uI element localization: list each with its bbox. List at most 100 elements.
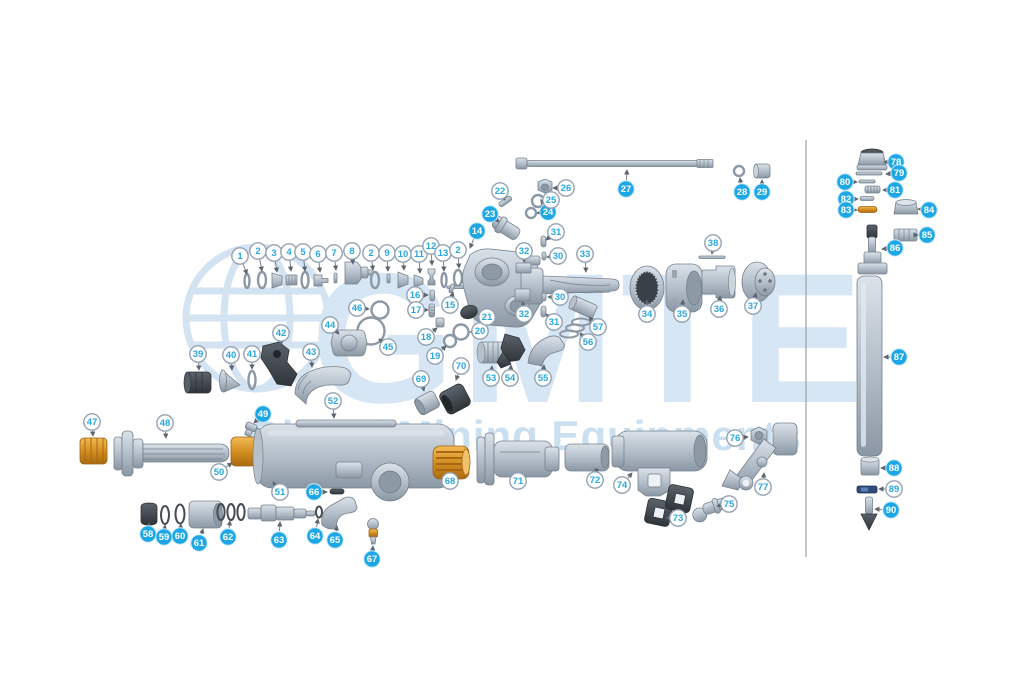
svg-text:38: 38 [708,238,719,249]
callout-30: 30 [547,288,569,306]
svg-text:14: 14 [472,226,483,237]
callout-86: 86 [881,239,904,257]
part-56-spring-washers [559,317,591,339]
callout-61: 61 [190,528,208,552]
callout-66: 66 [305,483,328,501]
part-80-pin [858,179,876,184]
svg-text:28: 28 [737,187,748,198]
svg-text:52: 52 [328,396,339,407]
part-39-fitting [183,371,212,394]
svg-text:83: 83 [841,205,852,216]
svg-text:85: 85 [922,230,933,241]
callout-20: 20 [469,322,489,340]
svg-text:81: 81 [890,185,901,196]
part-64-oring [315,505,323,519]
svg-text:31: 31 [551,227,562,238]
svg-text:24: 24 [543,207,554,218]
callout-23: 23 [481,205,500,223]
callout-30: 30 [546,247,567,265]
svg-text:12: 12 [426,241,437,252]
part-84-cup [893,199,919,215]
svg-text:82: 82 [841,194,852,205]
callout-54: 54 [501,364,519,387]
part-24-washer [524,206,538,220]
callout-33: 33 [576,245,594,273]
part-21-valve-disc [460,304,478,320]
svg-text:18: 18 [421,332,432,343]
svg-text:47: 47 [87,417,98,428]
svg-text:90: 90 [886,505,897,516]
svg-text:71: 71 [513,476,524,487]
callout-77: 77 [754,472,772,496]
part-37-ratchet-wheel [741,261,776,303]
callout-85: 85 [918,226,936,244]
callout-80: 80 [836,173,858,191]
svg-text:49: 49 [258,409,269,420]
part-74-front-head [611,430,708,497]
callout-28: 28 [733,177,751,201]
callout-44: 44 [321,316,340,335]
svg-text:1: 1 [237,251,243,262]
callout-18: 18 [417,327,438,346]
part-83-copper-pin [857,206,878,213]
svg-text:65: 65 [330,535,341,546]
part-85-ribbed-sleeve [893,228,918,242]
callout-7: 7 [325,244,343,271]
part-36-stepped-cup [701,265,736,299]
callout-32: 32 [515,301,533,323]
svg-text:55: 55 [538,373,549,384]
callout-1: 1 [231,247,249,275]
svg-text:86: 86 [890,243,901,254]
callout-17: 17 [407,301,429,319]
svg-text:61: 61 [194,538,205,549]
part-87-long-tube [856,275,883,457]
svg-text:36: 36 [714,304,725,315]
callout-55: 55 [534,364,552,387]
callout-38: 38 [704,234,722,255]
callout-35: 35 [673,299,691,323]
part-69-cup [414,390,440,416]
callout-52: 52 [324,392,342,419]
svg-text:80: 80 [840,177,851,188]
svg-text:31: 31 [549,317,560,328]
svg-text:60: 60 [175,531,186,542]
svg-text:39: 39 [193,349,204,360]
callout-32: 32 [515,242,533,263]
svg-text:89: 89 [889,484,900,495]
part-54-crank [496,333,526,369]
svg-text:58: 58 [143,529,154,540]
svg-text:73: 73 [673,513,684,524]
svg-text:15: 15 [445,300,456,311]
svg-text:17: 17 [411,305,422,316]
callout-22: 22 [491,182,509,201]
svg-text:76: 76 [730,433,741,444]
svg-text:23: 23 [485,209,496,220]
part-27-side-rod [515,157,714,170]
part-30-pin [541,292,547,302]
svg-text:54: 54 [505,373,516,384]
svg-text:41: 41 [247,349,258,360]
svg-text:75: 75 [724,499,735,510]
part-48-shank-rod [113,430,230,477]
callout-87: 87 [883,348,908,366]
svg-text:30: 30 [553,251,564,262]
part-79-rod [855,171,883,176]
part-90-dart-bit [860,496,878,531]
callout-36: 36 [710,295,728,318]
part-89-seal [856,485,878,494]
part-55-elbow-pipe [527,335,565,367]
svg-text:7: 7 [331,248,336,259]
svg-text:2: 2 [455,245,460,256]
svg-text:63: 63 [274,535,285,546]
callout-69: 69 [412,370,430,392]
callout-14: 14 [468,222,486,249]
svg-text:21: 21 [482,312,493,323]
parts-illustration [79,140,919,557]
svg-text:19: 19 [430,351,441,362]
part-72-sleeve [564,443,610,472]
svg-text:68: 68 [445,476,456,487]
callout-67: 67 [363,545,381,568]
part-52-cylinder-body [252,419,455,502]
callout-56: 56 [579,332,597,351]
